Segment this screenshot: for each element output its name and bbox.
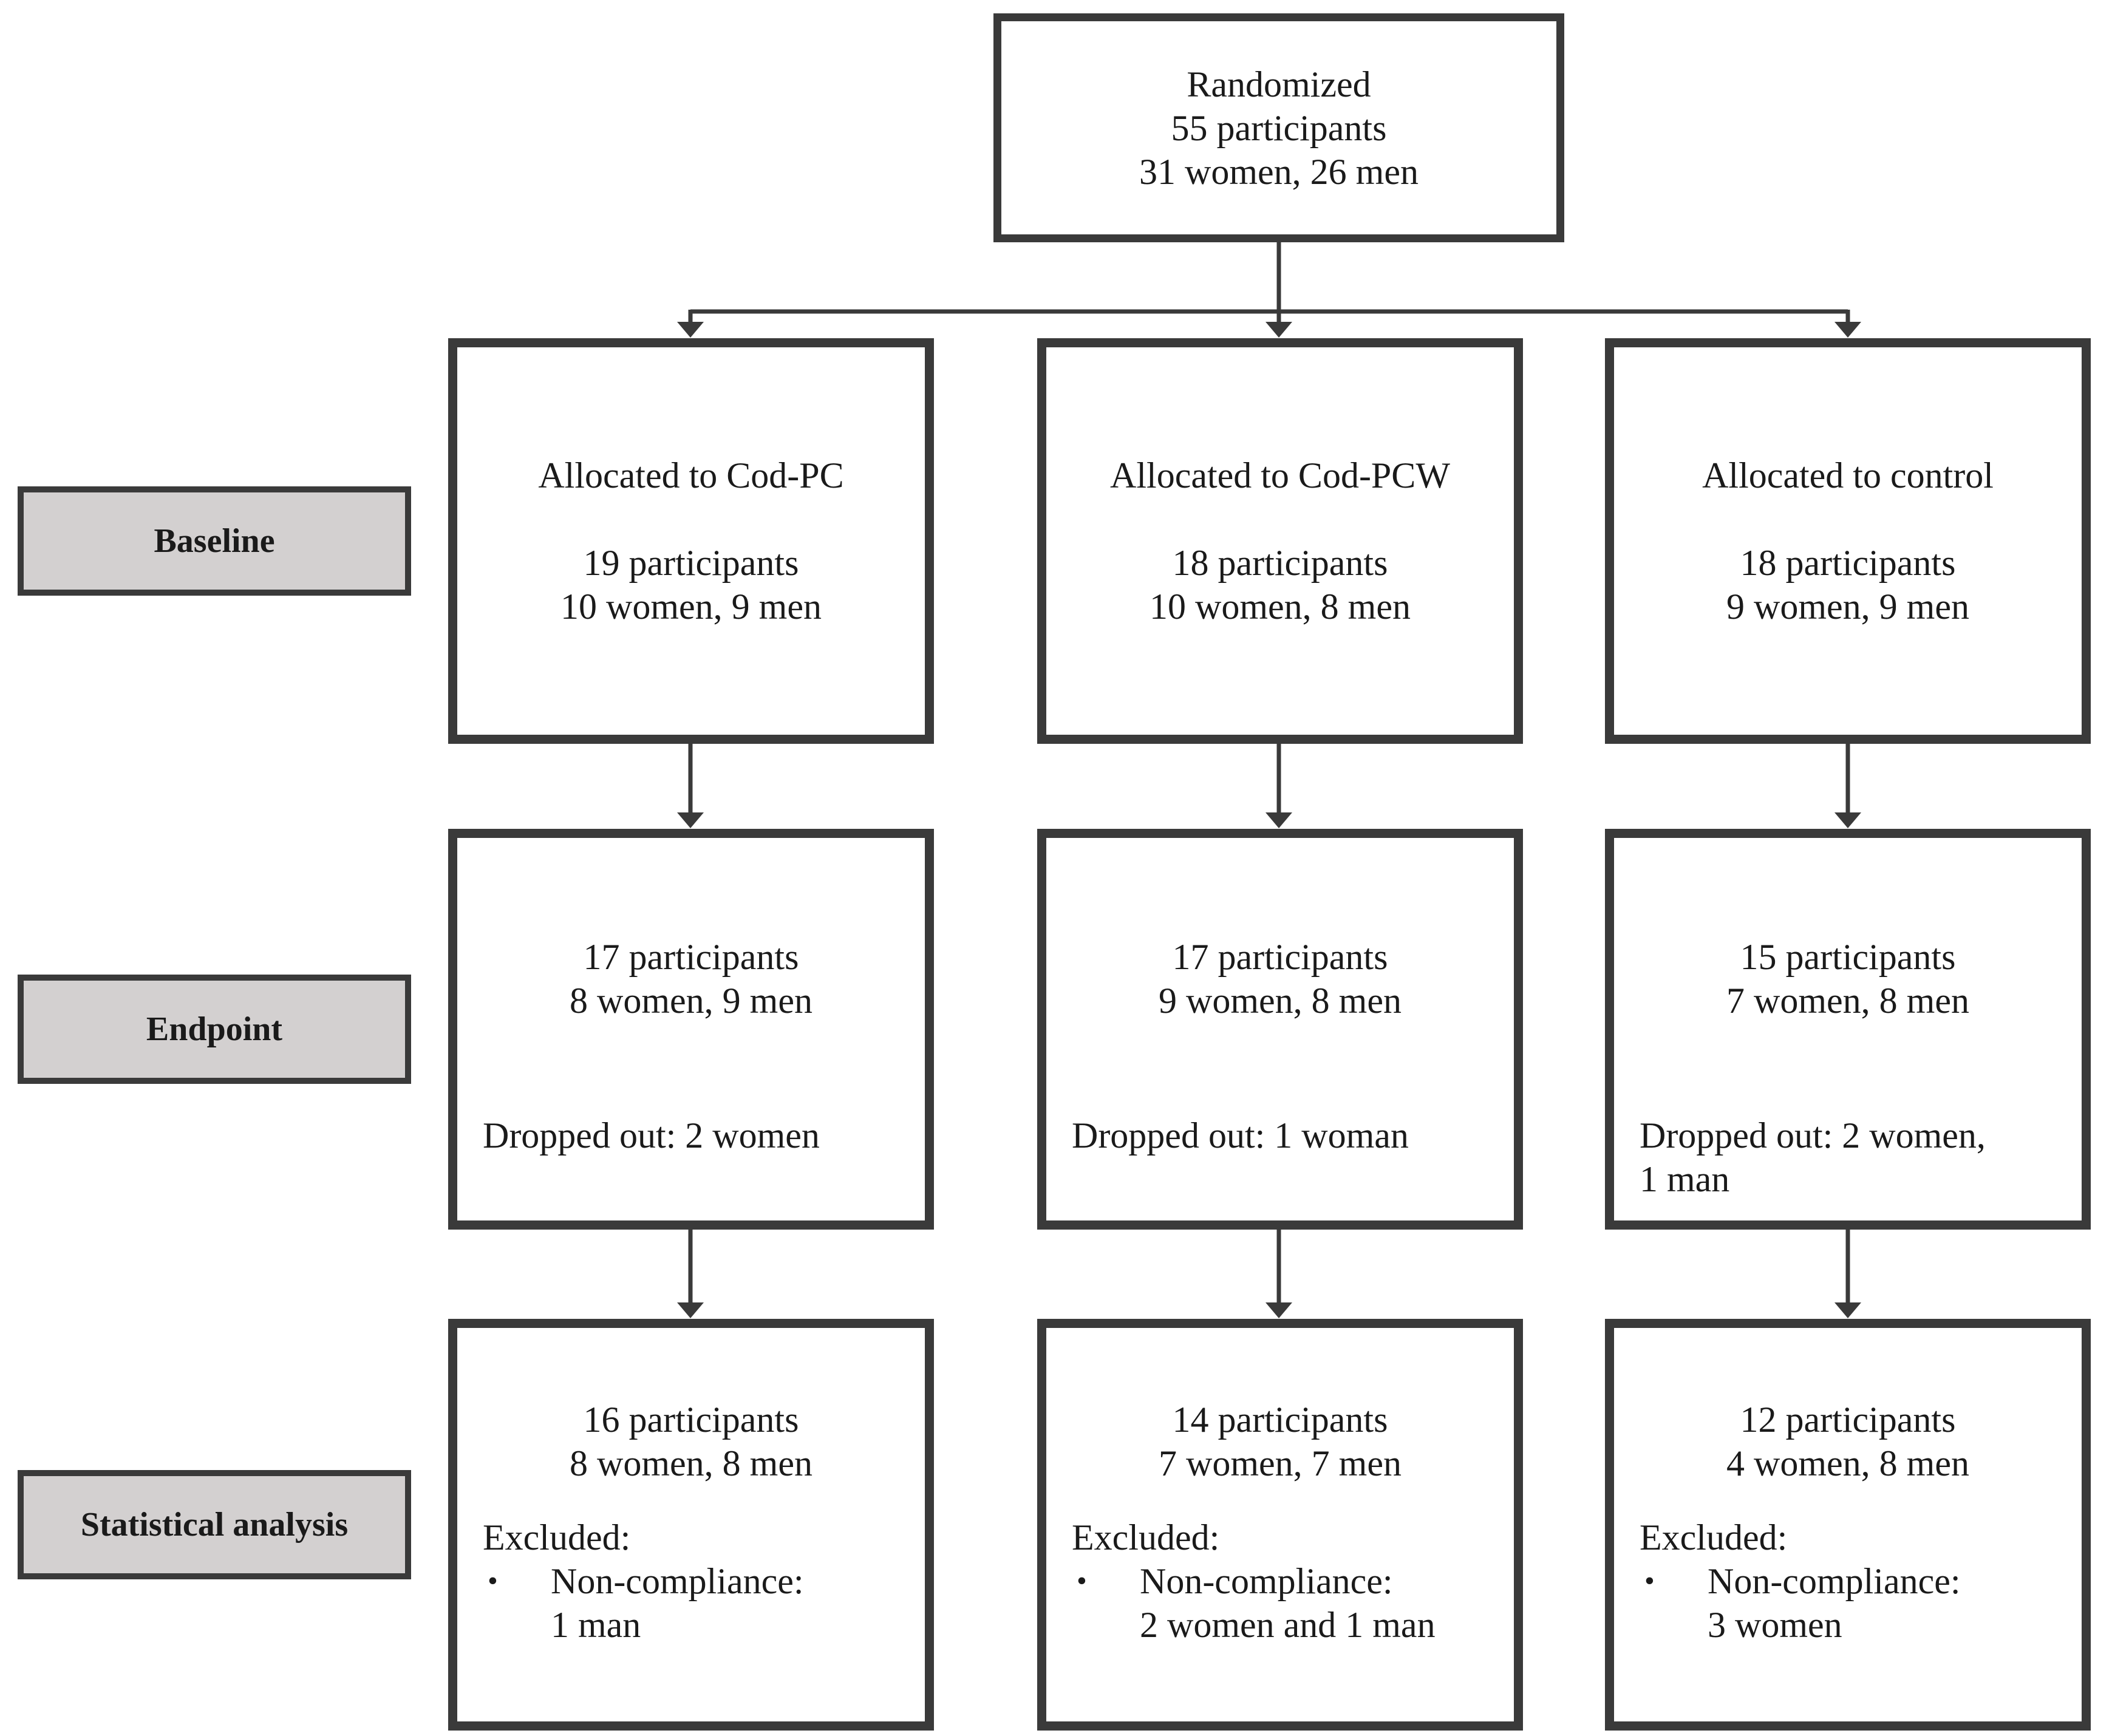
gender-split: 7 women, 8 men xyxy=(1726,981,1969,1021)
excluded-list-item: • Non-compliance: 3 women xyxy=(1640,1559,2069,1647)
participants-count: 15 participants xyxy=(1740,937,1956,977)
excluded-reason: Non-compliance: xyxy=(1708,1561,1961,1601)
randomized-gender: 31 women, 26 men xyxy=(1139,151,1419,192)
dropped-out-text-line2: 1 man xyxy=(1640,1159,1730,1199)
allocation-title: Allocated to Cod-PC xyxy=(538,455,844,495)
arrowhead-icon xyxy=(1834,1302,1861,1318)
allocation-title: Allocated to Cod-PCW xyxy=(1110,455,1450,495)
spacer xyxy=(1614,1485,2082,1516)
randomized-box: Randomized 55 participants 31 women, 26 … xyxy=(993,13,1564,242)
stage-label-statistical-analysis: Statistical analysis xyxy=(18,1470,411,1579)
arrowhead-icon xyxy=(1834,812,1861,828)
participants-count: 19 participants xyxy=(583,543,799,583)
excluded-detail: 1 man xyxy=(551,1605,641,1645)
allocation-title: Allocated to control xyxy=(1702,455,1994,495)
excluded-heading: Excluded: xyxy=(483,1517,631,1557)
dropped-out-text: Dropped out: 2 women xyxy=(483,1115,820,1156)
randomized-title: Randomized xyxy=(1187,64,1371,104)
arrowhead-icon xyxy=(1265,812,1292,828)
participants-count: 18 participants xyxy=(1172,543,1388,583)
gender-split: 10 women, 8 men xyxy=(1150,587,1411,627)
participants-count: 18 participants xyxy=(1740,543,1956,583)
randomized-participants: 55 participants xyxy=(1171,107,1387,148)
participants-count: 16 participants xyxy=(583,1400,799,1440)
excluded-heading: Excluded: xyxy=(1072,1517,1220,1557)
arrowhead-icon xyxy=(1265,1302,1292,1318)
stage-label-baseline: Baseline xyxy=(18,486,411,596)
excluded-list-item: • Non-compliance: 2 women and 1 man xyxy=(1072,1559,1502,1647)
gender-split: 7 women, 7 men xyxy=(1159,1443,1402,1483)
analysis-box-cod-pc: 16 participants 8 women, 8 men Excluded:… xyxy=(448,1319,934,1731)
bullet-icon: • xyxy=(488,1565,498,1597)
bullet-icon: • xyxy=(1077,1565,1087,1597)
endpoint-box-cod-pcw: 17 participants 9 women, 8 men Dropped o… xyxy=(1037,829,1523,1230)
dropped-out-text: Dropped out: 1 woman xyxy=(1072,1115,1409,1156)
endpoint-box-cod-pc: 17 participants 8 women, 9 men Dropped o… xyxy=(448,829,934,1230)
gender-split: 4 women, 8 men xyxy=(1726,1443,1969,1483)
excluded-detail: 3 women xyxy=(1708,1605,1842,1645)
arrowhead-icon xyxy=(1834,322,1861,338)
stage-label-text: Baseline xyxy=(154,522,275,560)
participants-count: 12 participants xyxy=(1740,1400,1956,1440)
dropped-out-text: Dropped out: 2 women, xyxy=(1640,1115,1986,1156)
analysis-box-cod-pcw: 14 participants 7 women, 7 men Excluded:… xyxy=(1037,1319,1523,1731)
baseline-box-cod-pc: Allocated to Cod-PC 19 participants 10 w… xyxy=(448,338,934,744)
stage-label-endpoint: Endpoint xyxy=(18,975,411,1084)
gender-split: 10 women, 9 men xyxy=(560,587,822,627)
gender-split: 8 women, 9 men xyxy=(570,981,812,1021)
arrowhead-icon xyxy=(677,812,704,828)
spacer xyxy=(457,1485,925,1516)
stage-label-text: Endpoint xyxy=(146,1010,283,1048)
participants-count: 17 participants xyxy=(583,937,799,977)
spacer xyxy=(1046,1485,1514,1516)
excluded-reason: Non-compliance: xyxy=(1140,1561,1393,1601)
baseline-box-control: Allocated to control 18 participants 9 w… xyxy=(1605,338,2091,744)
excluded-detail: 2 women and 1 man xyxy=(1140,1605,1436,1645)
endpoint-box-control: 15 participants 7 women, 8 men Dropped o… xyxy=(1605,829,2091,1230)
baseline-box-cod-pcw: Allocated to Cod-PCW 18 participants 10 … xyxy=(1037,338,1523,744)
excluded-reason: Non-compliance: xyxy=(551,1561,804,1601)
gender-split: 9 women, 9 men xyxy=(1726,587,1969,627)
participants-count: 14 participants xyxy=(1172,1400,1388,1440)
excluded-list-item: • Non-compliance: 1 man xyxy=(483,1559,913,1647)
stage-label-text: Statistical analysis xyxy=(80,1506,349,1544)
gender-split: 9 women, 8 men xyxy=(1159,981,1402,1021)
gender-split: 8 women, 8 men xyxy=(570,1443,812,1483)
participants-count: 17 participants xyxy=(1172,937,1388,977)
arrowhead-icon xyxy=(677,1302,704,1318)
excluded-heading: Excluded: xyxy=(1640,1517,1788,1557)
arrowhead-icon xyxy=(1265,322,1292,338)
arrowhead-icon xyxy=(677,322,704,338)
bullet-icon: • xyxy=(1644,1565,1655,1597)
analysis-box-control: 12 participants 4 women, 8 men Excluded:… xyxy=(1605,1319,2091,1731)
